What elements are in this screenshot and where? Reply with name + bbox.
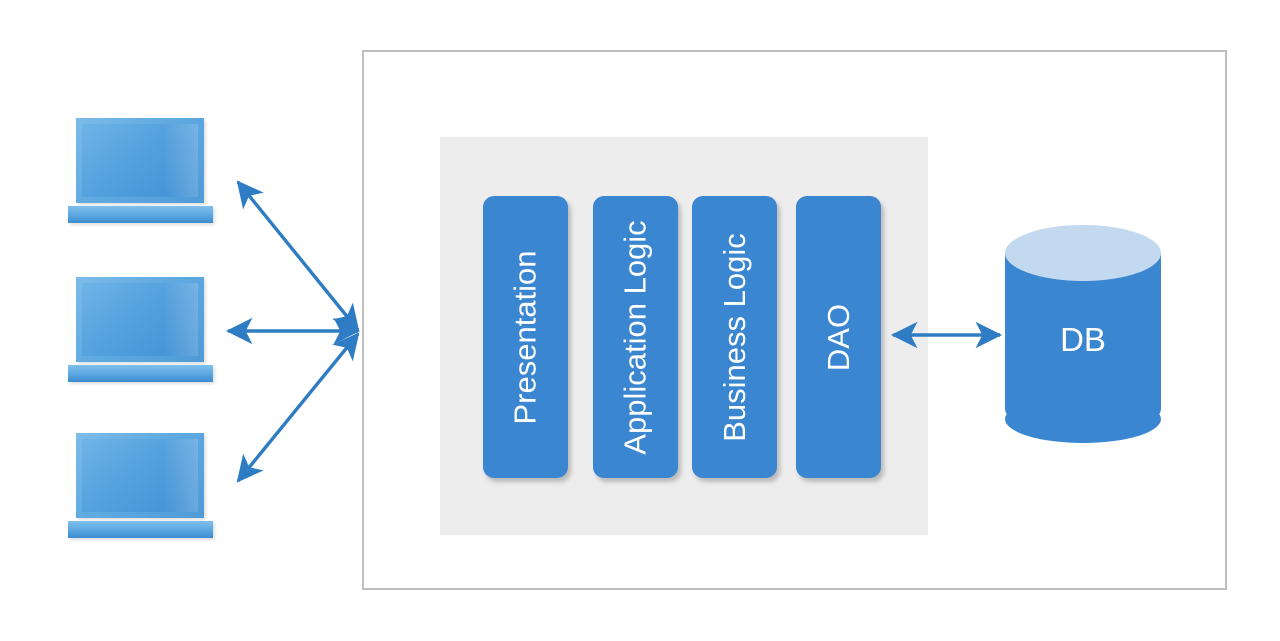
connector-client-bottom bbox=[236, 332, 360, 483]
layer-box-dao[interactable]: DAO bbox=[796, 196, 881, 478]
laptop-screen-gloss bbox=[164, 124, 198, 197]
laptop-screen-shell bbox=[76, 277, 204, 362]
db-label: DB bbox=[1060, 321, 1106, 358]
layer-label: Business Logic bbox=[717, 232, 753, 442]
laptop-screen bbox=[82, 124, 198, 197]
laptop-base bbox=[68, 206, 213, 223]
laptop-screen-gloss bbox=[164, 439, 198, 512]
client-laptop-1[interactable] bbox=[68, 118, 213, 223]
laptop-base bbox=[68, 365, 213, 382]
server-boundary bbox=[362, 50, 1227, 590]
connector-client-top bbox=[236, 180, 360, 332]
layer-label: DAO bbox=[821, 303, 856, 371]
db-top-ellipse bbox=[1005, 225, 1161, 281]
laptop-screen-shell bbox=[76, 433, 204, 518]
laptop-screen bbox=[82, 283, 198, 356]
layer-box-application-logic[interactable]: Application Logic bbox=[593, 196, 678, 478]
layer-box-presentation[interactable]: Presentation bbox=[483, 196, 568, 478]
client-laptop-3[interactable] bbox=[68, 433, 213, 538]
laptop-base bbox=[68, 521, 213, 538]
laptop-screen bbox=[82, 439, 198, 512]
layer-label: Application Logic bbox=[618, 219, 654, 455]
laptop-screen-shell bbox=[76, 118, 204, 203]
layer-label: Presentation bbox=[508, 249, 543, 425]
laptop-screen-gloss bbox=[164, 283, 198, 356]
db-body bbox=[1005, 253, 1161, 433]
layer-box-business-logic[interactable]: Business Logic bbox=[692, 196, 777, 478]
client-laptop-2[interactable] bbox=[68, 277, 213, 382]
database-cylinder-icon[interactable]: DB bbox=[1005, 225, 1161, 455]
